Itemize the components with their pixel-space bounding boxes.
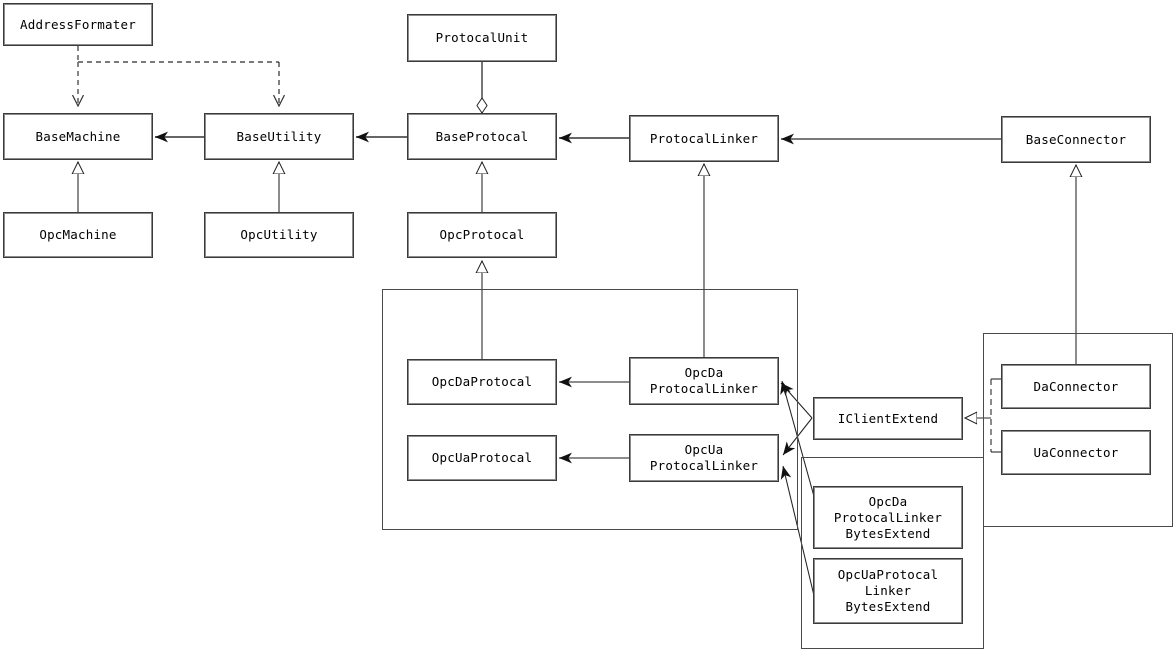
relation-addressformater-dependencies <box>78 46 279 106</box>
class-label: ProtocalUnit <box>435 30 529 45</box>
class-label: DaConnector <box>1033 378 1119 394</box>
class-opc-da-protocal-linker-bytes-extend[interactable]: OpcDa ProtocalLinker BytesExtend <box>813 486 963 549</box>
class-label: OpcDa ProtocalLinker BytesExtend <box>833 493 943 541</box>
class-opc-ua-protocal-linker[interactable]: OpcUa ProtocalLinker <box>629 434 779 482</box>
class-label: OpcProtocal <box>439 227 525 242</box>
class-base-machine[interactable]: BaseMachine <box>3 113 153 160</box>
class-ua-connector[interactable]: UaConnector <box>1001 430 1151 475</box>
class-label: UaConnector <box>1033 444 1119 460</box>
class-iclient-extend[interactable]: IClientExtend <box>813 397 963 440</box>
class-label: OpcUa ProtocalLinker <box>649 442 759 473</box>
class-label: BaseProtocal <box>435 128 529 144</box>
class-label: AddressFormater <box>20 16 136 32</box>
class-label: OpcDa ProtocalLinker <box>649 365 759 396</box>
class-label: OpcUaProtocal Linker BytesExtend <box>837 567 939 614</box>
class-base-protocal[interactable]: BaseProtocal <box>407 113 557 160</box>
class-label: BaseConnector <box>1025 131 1127 147</box>
class-label: OpcMachine <box>39 227 117 242</box>
group-opc-protocal-group <box>382 289 798 530</box>
class-label: OpcUaProtocal <box>431 450 533 465</box>
class-opc-machine[interactable]: OpcMachine <box>3 212 153 258</box>
class-opc-ua-protocal[interactable]: OpcUaProtocal <box>407 435 557 481</box>
class-label: OpcUtility <box>240 227 318 242</box>
class-opc-utility[interactable]: OpcUtility <box>204 212 354 258</box>
class-label: BaseMachine <box>35 128 121 144</box>
class-address-formater[interactable]: AddressFormater <box>3 3 153 46</box>
class-protocal-linker[interactable]: ProtocalLinker <box>629 115 779 162</box>
class-base-connector[interactable]: BaseConnector <box>1001 116 1151 163</box>
class-label: ProtocalLinker <box>649 130 759 146</box>
class-opc-da-protocal[interactable]: OpcDaProtocal <box>407 359 557 405</box>
class-label: IClientExtend <box>837 410 939 426</box>
class-da-connector[interactable]: DaConnector <box>1001 364 1151 409</box>
class-base-utility[interactable]: BaseUtility <box>204 113 354 160</box>
class-label: OpcDaProtocal <box>431 374 533 389</box>
class-opc-ua-protocal-linker-bytes-extend[interactable]: OpcUaProtocal Linker BytesExtend <box>813 558 963 624</box>
class-opc-protocal[interactable]: OpcProtocal <box>407 212 557 258</box>
class-opc-da-protocal-linker[interactable]: OpcDa ProtocalLinker <box>629 357 779 405</box>
class-protocal-unit[interactable]: ProtocalUnit <box>407 14 557 62</box>
class-label: BaseUtility <box>236 128 322 144</box>
